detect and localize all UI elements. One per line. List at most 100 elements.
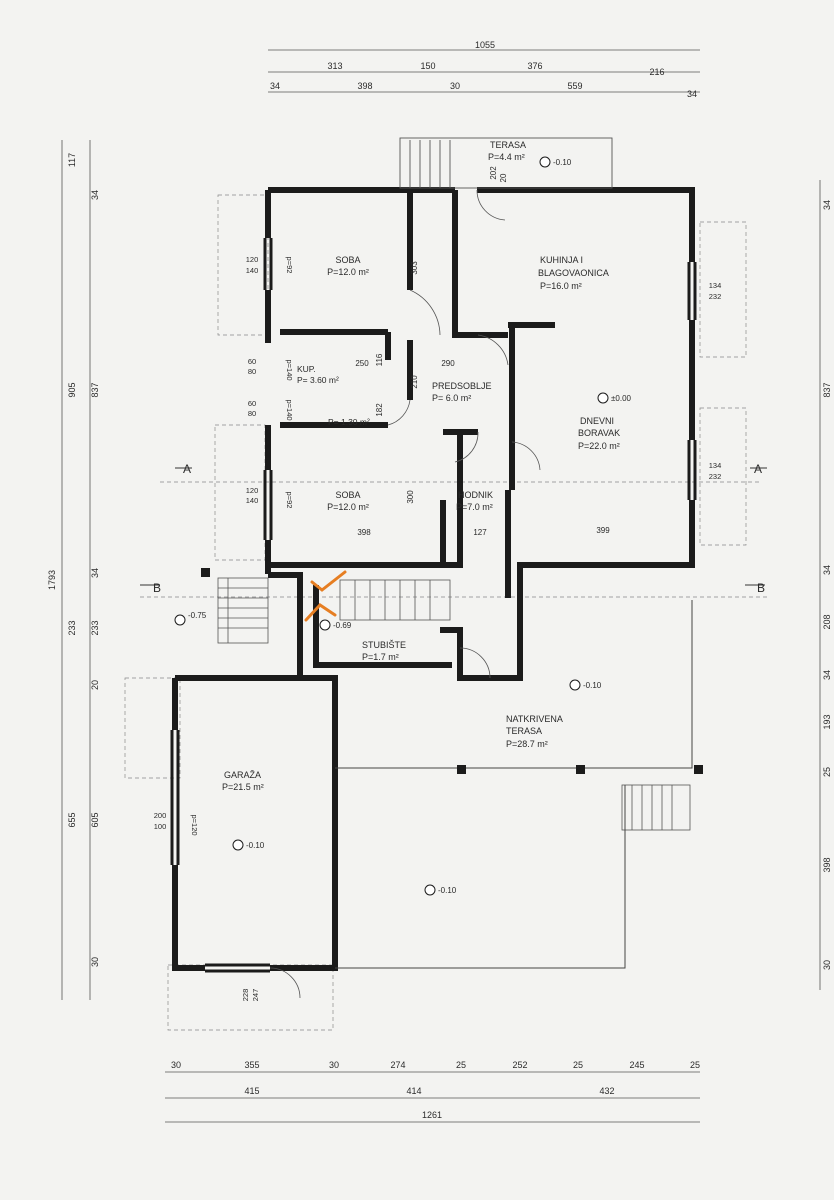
dim-left-inner-3: 233 — [67, 620, 77, 635]
hodnik-name: HODNIK — [458, 490, 493, 500]
w3-p: p=140 — [285, 399, 294, 420]
door-swings — [269, 189, 541, 999]
dnevni-name: DNEVNI — [580, 416, 614, 426]
dim-right-4: 34 — [822, 670, 832, 680]
kup-name: KUP. — [297, 364, 316, 374]
stairs — [217, 577, 691, 831]
dim-left-inner-7: 30 — [90, 957, 100, 967]
dim-right-5: 193 — [822, 714, 832, 729]
dim-bot-1-5: 252 — [512, 1060, 527, 1070]
dim-wc-h: 182 — [375, 403, 384, 417]
w7-p: p=120 — [190, 814, 199, 835]
dim-left-inner-0: 34 — [90, 190, 100, 200]
terasa-top-name: TERASA — [490, 140, 526, 150]
dim-top-1-0: 313 — [327, 61, 342, 71]
level-main: ±0.00 — [611, 394, 632, 403]
dim-top-2-2: 30 — [450, 81, 460, 91]
level-yard: -0.10 — [438, 886, 457, 895]
level-terasa: -0.10 — [553, 158, 572, 167]
dim-bot-1-3: 274 — [390, 1060, 405, 1070]
dnevni-area: P=22.0 m² — [578, 441, 620, 451]
w4-b: 140 — [246, 496, 259, 505]
dim-top-2-4: 34 — [687, 89, 697, 99]
predsoblje-area: P= 6.0 m² — [432, 393, 471, 403]
dimension-lines — [61, 49, 821, 1123]
w3-a: 60 — [248, 399, 256, 408]
stubiste-area: P=1.7 m² — [362, 652, 399, 662]
natkrivena-name2: TERASA — [506, 726, 542, 736]
level-stair: -0.69 — [333, 621, 352, 630]
section-b-left: B — [153, 581, 161, 595]
dim-terasa-h2: 20 — [499, 173, 508, 182]
level-garage: -0.10 — [246, 841, 265, 850]
dim-right-3: 208 — [822, 614, 832, 629]
terrace-top — [399, 137, 613, 189]
dim-hodnik-w: 127 — [473, 528, 487, 537]
section-a-left: A — [183, 462, 191, 476]
section-labels: A A B B — [153, 462, 765, 595]
dim-right-2: 34 — [822, 565, 832, 575]
predsoblje-name: PREDSOBLJE — [432, 381, 492, 391]
w2-b: 80 — [248, 367, 256, 376]
dim-left-inner-2: 34 — [90, 568, 100, 578]
dnevni-name2: BORAVAK — [578, 428, 620, 438]
dim-right-0: 34 — [822, 200, 832, 210]
dim-left-inner-5: 20 — [90, 680, 100, 690]
dim-right-8: 30 — [822, 960, 832, 970]
dim-pred-h: 210 — [410, 375, 419, 389]
dim-left-inner-4: 233 — [90, 620, 100, 635]
dim-soba2-w: 398 — [357, 528, 371, 537]
wc-area: P= 1.30 m² — [328, 417, 370, 427]
dim-left-outer-0: 117 — [67, 153, 77, 167]
w8-b: 247 — [251, 989, 260, 1002]
w5-a: 134 — [709, 281, 722, 290]
level-covered: -0.10 — [583, 681, 602, 690]
dim-soba2-h: 300 — [406, 490, 415, 504]
w1-p: p=92 — [285, 257, 294, 274]
interior-dims: 303 250 116 290 210 182 398 300 127 399 … — [355, 166, 610, 537]
section-a-right: A — [754, 462, 762, 476]
dim-bot-1-0: 30 — [171, 1060, 181, 1070]
window-labels: 120 140 p=92 60 80 p=140 60 80 p=140 120… — [154, 255, 722, 1001]
garaza-name: GARAŽA — [224, 770, 261, 780]
w1-b: 140 — [246, 266, 259, 275]
soba2-area: P=12.0 m² — [327, 502, 369, 512]
w4-p: p=92 — [285, 492, 294, 509]
dim-terasa-h1: 202 — [489, 166, 498, 180]
natkrivena-name: NATKRIVENA — [506, 714, 563, 724]
dim-right-6: 25 — [822, 767, 832, 777]
dim-left-outer-2: 1793 — [47, 570, 57, 590]
dim-bot-total: 1261 — [422, 1110, 442, 1120]
dim-bot-1-2: 30 — [329, 1060, 339, 1070]
dim-left-inner-6: 605 — [90, 812, 100, 827]
kuhinja-area: P=16.0 m² — [540, 281, 582, 291]
w7-a: 200 — [154, 811, 167, 820]
dim-left-inner-1: 837 — [90, 382, 100, 397]
dim-soba1-h: 303 — [410, 261, 419, 275]
dim-bot-2-1: 414 — [406, 1086, 421, 1096]
dim-top-2-3: 559 — [567, 81, 582, 91]
dim-top-1-2: 376 — [527, 61, 542, 71]
terasa-top-area: P=4.4 m² — [488, 152, 525, 162]
yard-outline — [335, 600, 693, 969]
dim-top-1-1: 150 — [420, 61, 435, 71]
dim-bot-1-7: 245 — [629, 1060, 644, 1070]
level-labels: -0.10 ±0.00 -0.75 -0.69 -0.10 -0.10 -0.1… — [188, 158, 632, 895]
kuhinja-name2: BLAGOVAONICA — [538, 268, 609, 278]
kup-area: P= 3.60 m² — [297, 375, 339, 385]
w5-b: 232 — [709, 292, 722, 301]
dim-bot-1-6: 25 — [573, 1060, 583, 1070]
soba2-name: SOBA — [335, 490, 360, 500]
soba1-area: P=12.0 m² — [327, 267, 369, 277]
dim-bot-1-8: 25 — [690, 1060, 700, 1070]
dim-right-7: 398 — [822, 857, 832, 872]
w8-a: 228 — [241, 989, 250, 1002]
windows-doors — [170, 238, 697, 973]
dim-left-outer-3: 655 — [67, 812, 77, 827]
section-b-right: B — [757, 581, 765, 595]
dim-kup-d: 116 — [375, 353, 384, 366]
dim-dnevni-w: 399 — [596, 526, 610, 535]
w4-a: 120 — [246, 486, 259, 495]
dim-bot-2-2: 432 — [599, 1086, 614, 1096]
dim-labels: 1055 313 150 376 216 34 398 30 559 34 30… — [47, 40, 832, 1120]
